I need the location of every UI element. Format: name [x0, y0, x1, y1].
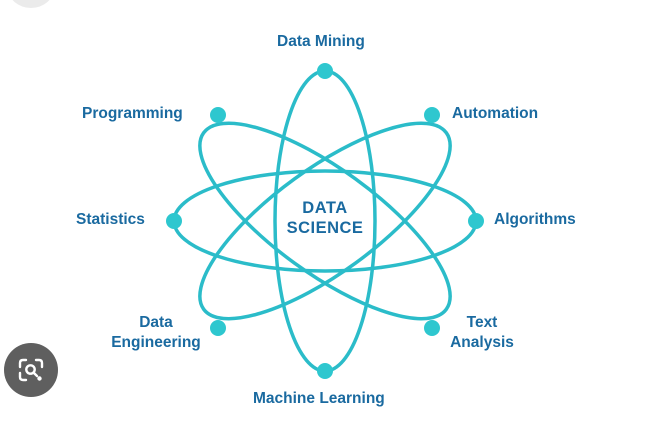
- label-text-analysis-line-2: Analysis: [450, 334, 514, 351]
- node-dot-data-engineering: [210, 320, 226, 336]
- label-text-analysis-line-1: Text: [466, 314, 498, 331]
- node-dot-statistics: [166, 213, 182, 229]
- node-dot-text-analysis: [424, 320, 440, 336]
- node-dot-algorithms: [468, 213, 484, 229]
- label-statistics: Statistics: [76, 211, 145, 228]
- label-data-engineering-line-1: Data: [139, 314, 173, 331]
- corner-button[interactable]: [8, 0, 54, 8]
- label-data-engineering-line-2: Engineering: [111, 334, 201, 351]
- orbit-diagonal-b: [198, 121, 452, 321]
- node-dot-automation: [424, 107, 440, 123]
- label-machine-learning: Machine Learning: [253, 390, 385, 407]
- label-text-analysis: Text Analysis: [446, 313, 518, 353]
- center-label: DATA SCIENCE: [262, 198, 388, 238]
- node-dot-machine-learning: [317, 363, 333, 379]
- image-search-button[interactable]: [4, 343, 58, 397]
- label-automation: Automation: [452, 105, 539, 122]
- node-dot-data-mining: [317, 63, 333, 79]
- orbit-diagonal-a: [198, 121, 452, 321]
- label-data-engineering: Data Engineering: [104, 313, 208, 353]
- image-search-icon: [18, 358, 44, 382]
- label-data-mining: Data Mining: [277, 33, 365, 50]
- center-label-line-1: DATA: [302, 199, 348, 217]
- label-algorithms: Algorithms: [494, 211, 576, 228]
- center-label-line-2: SCIENCE: [286, 219, 364, 237]
- label-programming: Programming: [82, 105, 183, 122]
- node-dot-programming: [210, 107, 226, 123]
